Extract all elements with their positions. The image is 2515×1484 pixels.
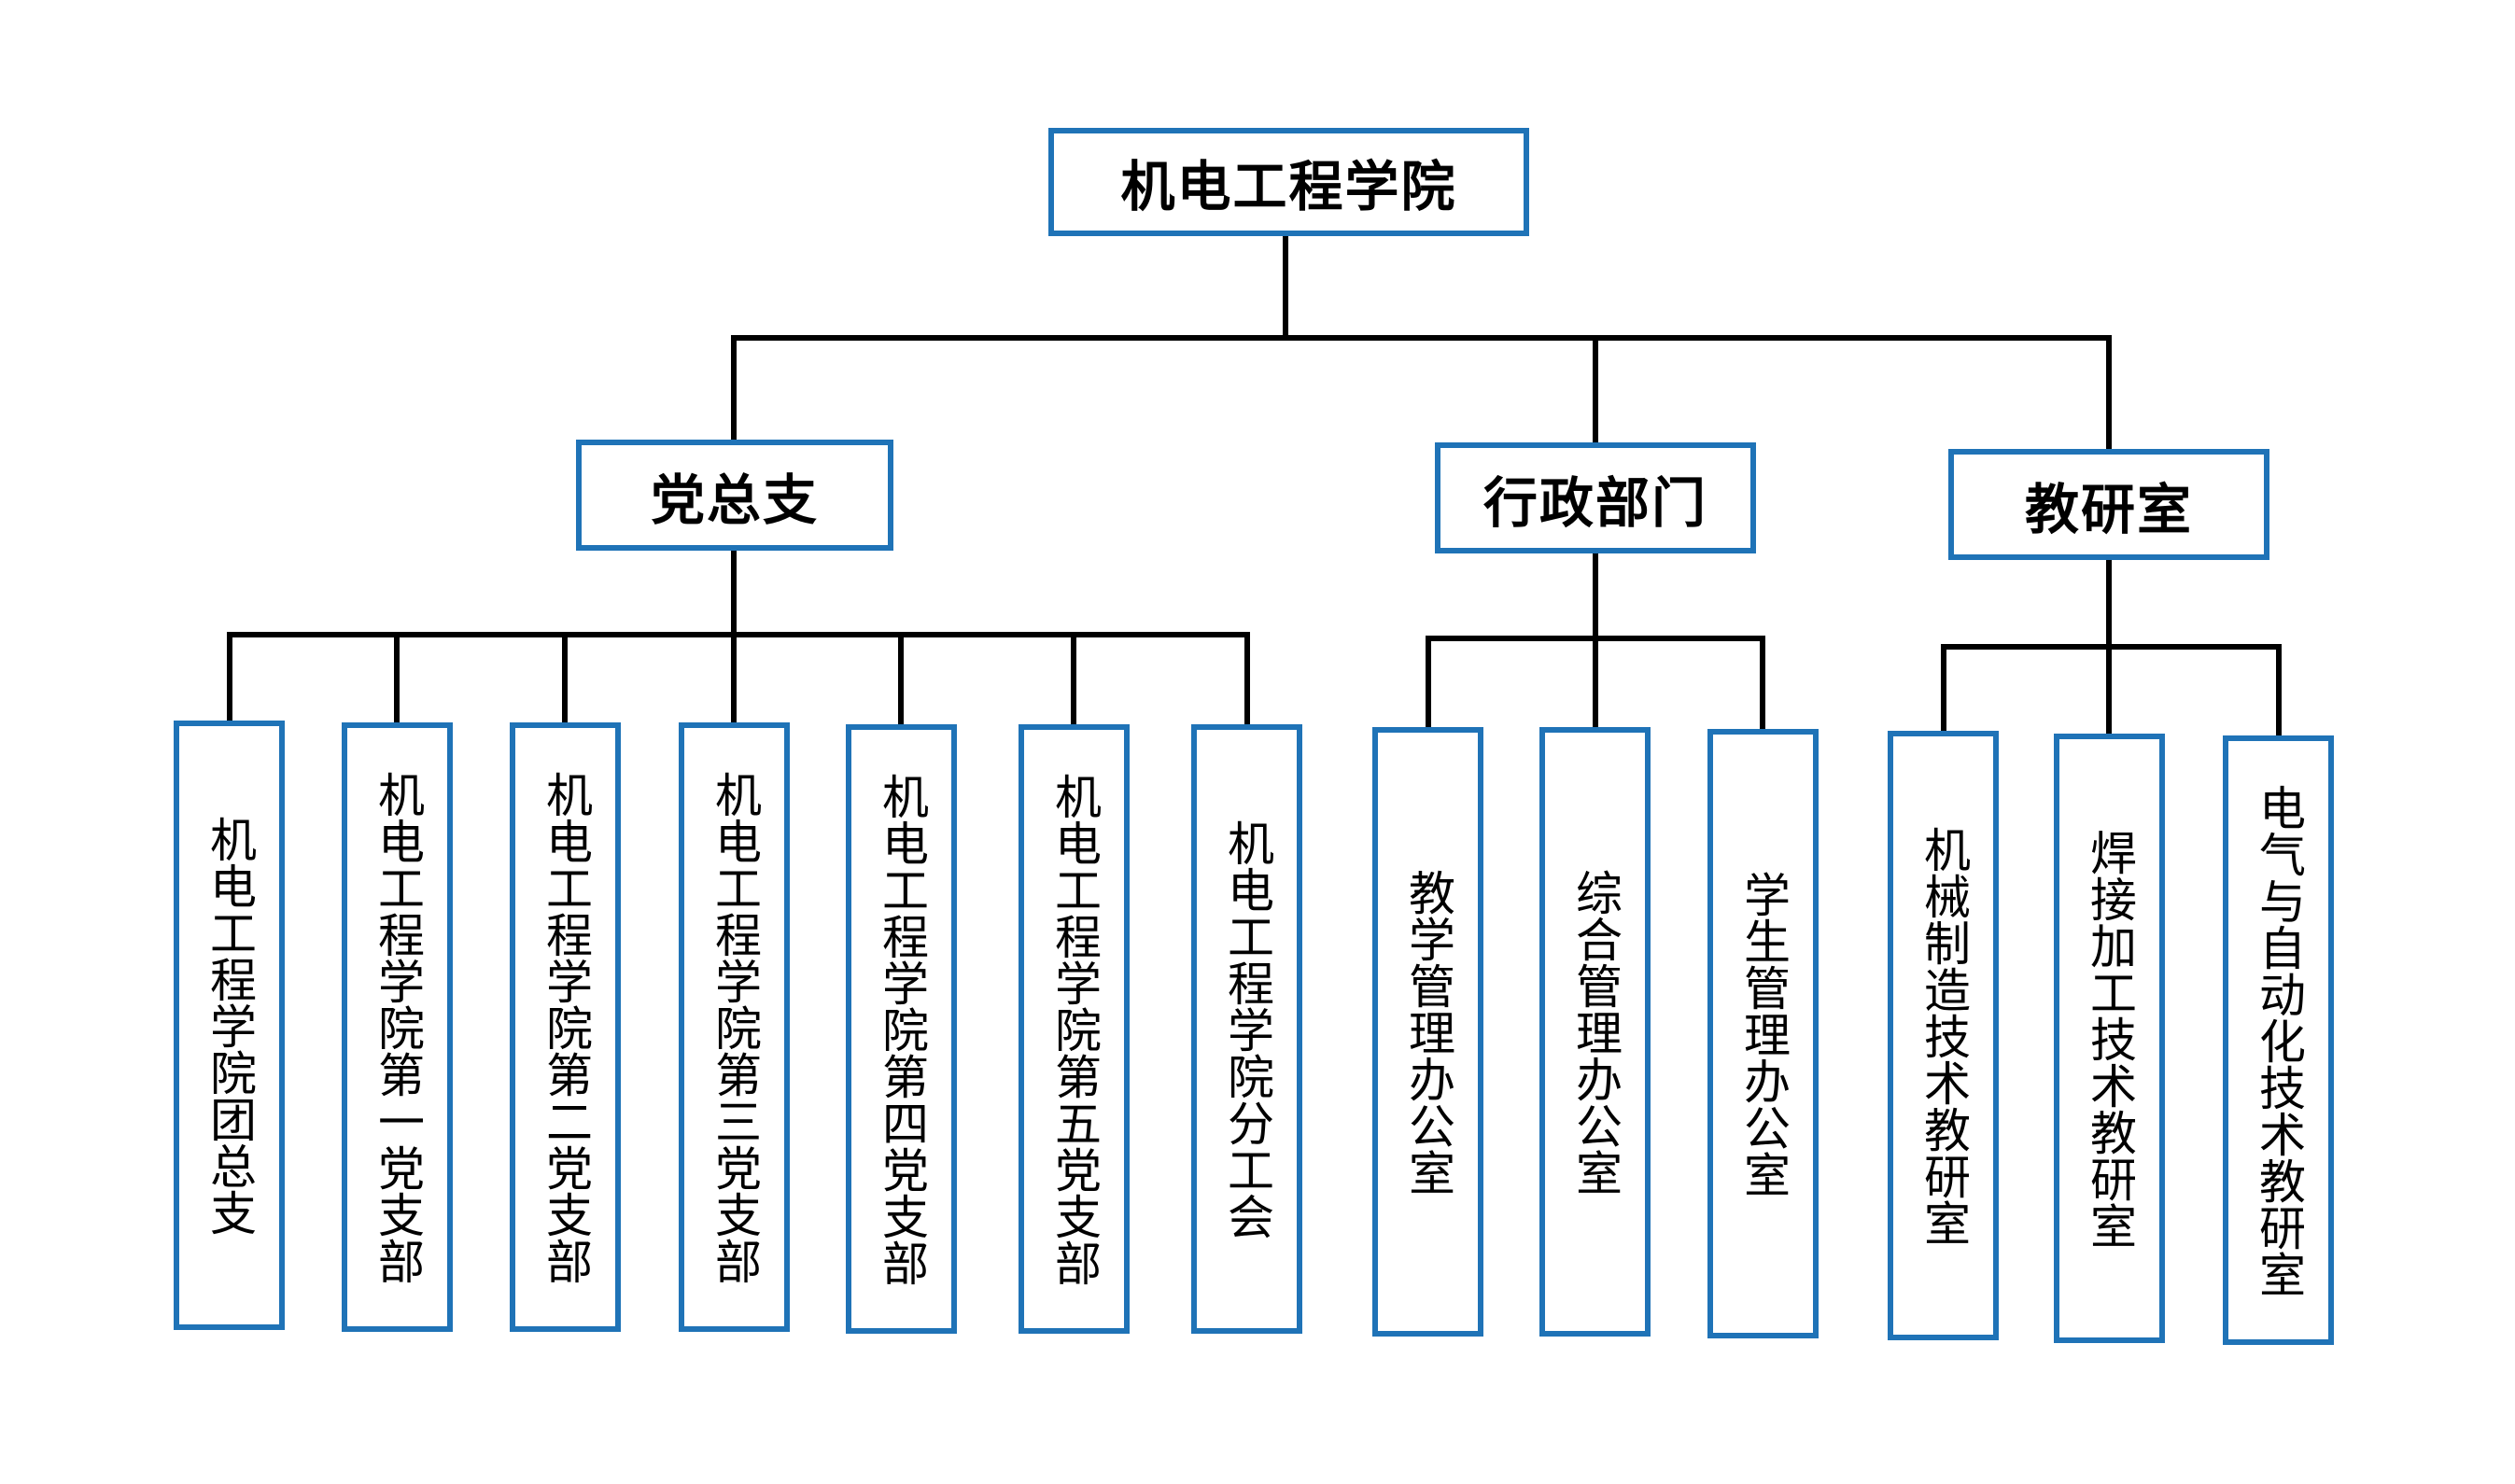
research-child-1-label: 机械制造技术教研室 xyxy=(1917,825,1971,1246)
group-label-admin: 行政部门 xyxy=(1482,470,1707,535)
research-child-1: 机械制造技术教研室 xyxy=(1888,731,1999,1340)
group-node-research: 教研室 xyxy=(1948,449,2269,560)
party-child-5-label: 机电工程学院第四党支部 xyxy=(875,772,929,1286)
party-child-7: 机电工程学院分工会 xyxy=(1191,724,1302,1334)
admin-child-2-label: 综合管理办公室 xyxy=(1568,868,1623,1196)
admin-child-3-label: 学生管理办公室 xyxy=(1736,870,1791,1197)
admin-child-1: 教学管理办公室 xyxy=(1372,727,1483,1337)
group-node-party: 党总支 xyxy=(576,440,893,551)
party-child-1-label: 机电工程学院团总支 xyxy=(203,815,257,1236)
party-child-3-label: 机电工程学院第二党支部 xyxy=(539,770,593,1284)
admin-child-1-label: 教学管理办公室 xyxy=(1401,868,1455,1196)
party-child-4: 机电工程学院第三党支部 xyxy=(679,722,790,1332)
admin-child-2: 综合管理办公室 xyxy=(1539,727,1651,1337)
party-child-2-label: 机电工程学院第一党支部 xyxy=(371,770,425,1284)
party-child-3: 机电工程学院第二党支部 xyxy=(510,722,621,1332)
root-label: 机电工程学院 xyxy=(1120,155,1457,218)
admin-child-3: 学生管理办公室 xyxy=(1707,729,1819,1338)
party-child-5: 机电工程学院第四党支部 xyxy=(846,724,957,1334)
party-child-6: 机电工程学院第五党支部 xyxy=(1019,724,1130,1334)
group-label-party: 党总支 xyxy=(650,468,819,532)
party-child-4-label: 机电工程学院第三党支部 xyxy=(708,770,762,1284)
research-child-3-label: 电气与自动化技术教研室 xyxy=(2252,783,2306,1297)
group-label-research: 教研室 xyxy=(2024,477,2193,541)
research-child-2: 焊接加工技术教研室 xyxy=(2054,734,2165,1343)
party-child-2: 机电工程学院第一党支部 xyxy=(342,722,453,1332)
research-child-3: 电气与自动化技术教研室 xyxy=(2223,735,2334,1345)
group-node-admin: 行政部门 xyxy=(1435,442,1756,553)
party-child-6-label: 机电工程学院第五党支部 xyxy=(1047,772,1102,1286)
party-child-1: 机电工程学院团总支 xyxy=(174,721,285,1330)
party-child-7-label: 机电工程学院分工会 xyxy=(1220,819,1274,1239)
research-child-2-label: 焊接加工技术教研室 xyxy=(2083,828,2137,1249)
root-node: 机电工程学院 xyxy=(1048,128,1529,236)
